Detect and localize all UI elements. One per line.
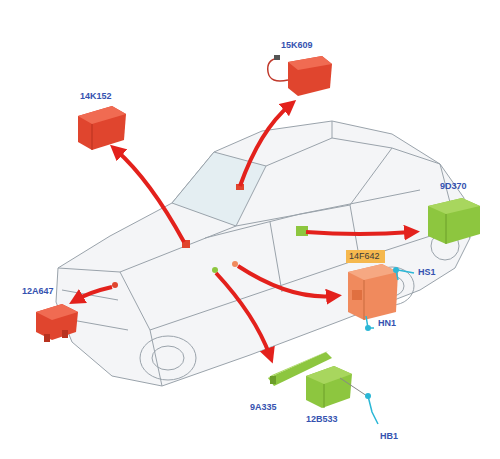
sensor-hb1 [368, 396, 378, 424]
part-number: 9D370 [440, 181, 467, 192]
part-number: 9A335 [250, 402, 277, 413]
part-number: HS1 [418, 267, 436, 278]
part-number: HN1 [378, 318, 396, 329]
module-9d370 [428, 198, 480, 244]
sensor-plug [365, 393, 371, 399]
module-12b533 [306, 366, 370, 408]
part-marker [232, 261, 238, 267]
sensor-plug [393, 267, 399, 273]
part-number: 14F642 [349, 251, 382, 262]
part-number: 15K609 [281, 40, 313, 51]
module-15k609 [268, 55, 332, 96]
module-14k152 [78, 106, 126, 150]
module-14f642 [348, 264, 398, 320]
part-number: 12B533 [306, 414, 338, 425]
sensor-wires [366, 270, 414, 328]
pointer-arrows [76, 105, 412, 356]
part-number: 14K152 [80, 91, 112, 102]
module-12a647 [36, 304, 78, 342]
part-marker [112, 282, 118, 288]
part-number: HB1 [380, 431, 398, 442]
highlight-tag: 14F642 [346, 250, 385, 263]
sensor-plug [365, 325, 371, 331]
part-number: 12A647 [22, 286, 54, 297]
car-wireframe [56, 121, 470, 386]
